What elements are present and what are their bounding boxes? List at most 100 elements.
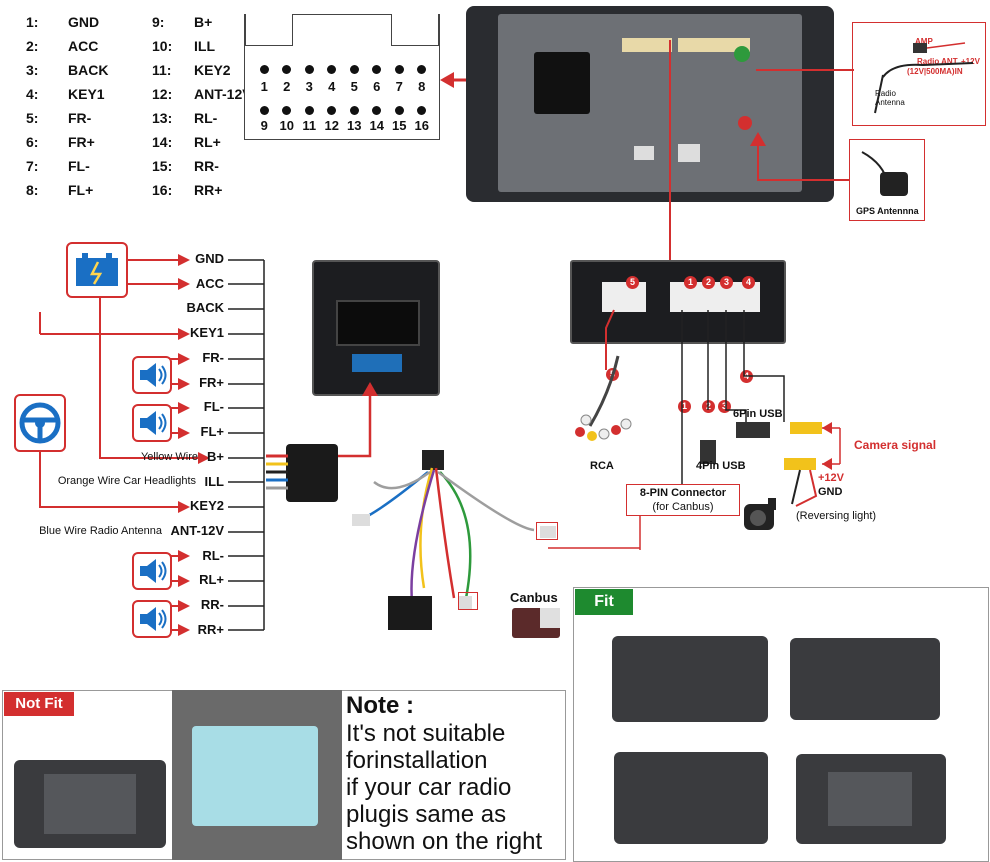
pin-label: 8 <box>418 79 426 94</box>
note-title: Note : <box>346 692 414 719</box>
yellow-wire-note: Yellow Wire <box>140 451 198 463</box>
pin-name: RR- <box>194 158 219 174</box>
pin-row: 3: BACK <box>26 58 108 82</box>
cam-12v-label: +12V <box>818 472 844 484</box>
usb6-label: 6Pin USB <box>733 408 783 420</box>
wire-label: GND <box>195 251 224 266</box>
reversing-light-label: (Reversing light) <box>796 510 877 522</box>
connector-number-badge: 4 <box>742 276 755 289</box>
connector-pin: 15 <box>388 106 411 133</box>
wire-label: ANT-12V <box>170 523 224 538</box>
canbus-link-box-a <box>536 522 558 540</box>
gps-antenna-icon <box>861 151 908 196</box>
iso-plug-graphic <box>266 444 338 502</box>
pin-row: 9:B+ <box>152 10 252 34</box>
wire-label: RR- <box>200 597 224 612</box>
pin-row: 10:ILL <box>152 34 252 58</box>
pin-label: 4 <box>328 79 336 94</box>
radio-ant-label: Radio ANT <box>917 57 958 66</box>
pin-dot <box>282 106 292 115</box>
pin-dot <box>304 65 314 74</box>
pin-dot <box>394 106 404 115</box>
pin-row: 16:RR+ <box>152 178 252 202</box>
pin-label: 1 <box>260 79 268 94</box>
amp-label: AMP <box>915 37 933 46</box>
pin-number: 6: <box>26 134 39 150</box>
speaker-icon <box>132 356 172 394</box>
wire-label: FL- <box>203 399 224 414</box>
pin-label: 3 <box>305 79 313 94</box>
pin-name: KEY2 <box>194 62 231 78</box>
note-line: plugis same as <box>346 801 507 828</box>
pin-number: 16: <box>152 182 173 198</box>
connector-pin: 4 <box>321 65 344 94</box>
pin-name: FR+ <box>68 134 95 150</box>
pin-dot <box>417 106 427 115</box>
canbus-connector-label: 8-PIN Connector (for Canbus) <box>626 484 740 516</box>
gps-antenna-callout: GPS Antennna <box>849 139 925 221</box>
wire-label: BACK <box>186 300 224 315</box>
note-line: if your car radio <box>346 774 512 801</box>
pin-dot <box>259 106 269 115</box>
not-fit-radio <box>14 760 166 848</box>
pin-dot <box>372 65 382 74</box>
radio-antenna-label: Radio Antenna <box>875 89 905 107</box>
speaker-icon <box>132 600 172 638</box>
wire-label: KEY1 <box>190 325 224 340</box>
connector-pin: 7 <box>388 65 411 94</box>
pin-dot <box>417 65 427 74</box>
connector-pin: 6 <box>366 65 389 94</box>
canbus-link-box-b <box>458 592 478 610</box>
pin-name: RL+ <box>194 134 221 150</box>
pin-dot <box>372 106 382 115</box>
connector-pin: 3 <box>298 65 321 94</box>
wire-label: RR+ <box>197 622 224 637</box>
radio-antenna-callout: AMP Radio ANT (12V|500MA)IN +12V Radio A… <box>852 22 986 126</box>
connector-pin: 13 <box>343 106 366 133</box>
pin-name: GND <box>68 14 100 30</box>
pin-number: 3: <box>26 62 39 78</box>
pin-number: 8: <box>26 182 39 198</box>
speaker-icon <box>132 404 172 442</box>
steering-wheel-icon <box>14 394 66 452</box>
antenna-cable-icon <box>874 42 974 114</box>
pin-number: 15: <box>152 158 173 174</box>
connector-number-badge: 1 <box>684 276 697 289</box>
pin-label: 14 <box>369 118 384 133</box>
connector-pin: 14 <box>366 106 389 133</box>
wire-label: RL- <box>202 548 224 563</box>
wire-label: ACC <box>195 276 224 291</box>
connector-number-badge: 2 <box>702 276 715 289</box>
orange-wire-note: Orange Wire Car Headlights <box>57 475 196 487</box>
speaker-icon <box>132 552 172 590</box>
battery-graphic <box>76 253 118 286</box>
pin-name: KEY1 <box>68 86 105 102</box>
pin-dot <box>282 65 292 74</box>
canbus-label: Canbus <box>510 590 558 605</box>
blue-wire-note: Blue Wire Radio Antenna <box>39 525 162 537</box>
pin-label: 15 <box>392 118 407 133</box>
pin-name: FR- <box>68 110 92 126</box>
pin-name: FL+ <box>68 182 94 198</box>
pin-label: 13 <box>347 118 362 133</box>
pin-label: 2 <box>283 79 291 94</box>
pin-name: ACC <box>68 38 99 54</box>
pin-number: 2: <box>26 38 39 54</box>
connector-pin: 2 <box>276 65 299 94</box>
pin-row: 1:GND <box>26 10 108 34</box>
fit-radio-1 <box>612 636 768 722</box>
pin-name: RL- <box>194 110 218 126</box>
battery-icon <box>66 242 128 298</box>
reversing-camera-icon <box>744 498 776 530</box>
harness-lines-right <box>548 309 841 550</box>
antenna-pointer-line <box>756 69 854 71</box>
connector-pin: 1 <box>253 65 276 94</box>
pin-name: BACK <box>68 62 109 78</box>
pin-name: ANT-12V <box>194 86 252 102</box>
wire-label: B+ <box>207 449 224 464</box>
wire-label: KEY2 <box>190 498 224 513</box>
pin-label: 12 <box>324 118 339 133</box>
